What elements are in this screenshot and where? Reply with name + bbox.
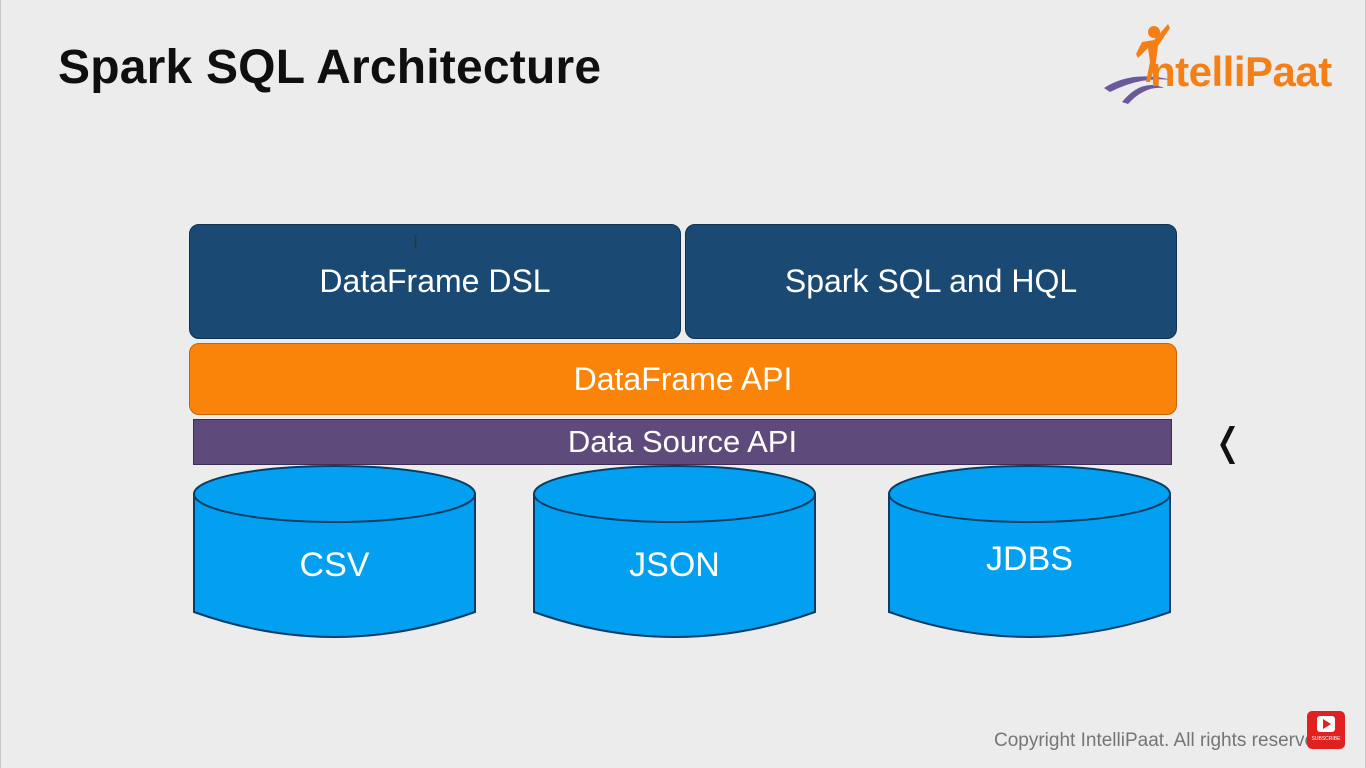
dataframe-api-block: DataFrame API <box>189 343 1177 415</box>
csv-label: CSV <box>299 546 370 584</box>
database-cylinder-icon <box>533 465 816 638</box>
json-label: JSON <box>629 546 720 584</box>
logo-text: ntelliPaat <box>1150 48 1332 95</box>
text-cursor-icon: I <box>413 232 419 252</box>
intellipaat-logo <box>1104 24 1172 104</box>
jdbs-database: JDBS <box>887 464 1172 642</box>
slide-title: Spark SQL Architecture <box>58 41 602 94</box>
data-source-api-block: Data Source API <box>193 419 1172 465</box>
database-cylinder-icon <box>193 465 476 638</box>
intellipaat-figure-icon <box>1104 24 1172 104</box>
database-cylinder-icon <box>888 465 1171 638</box>
jdbs-label: JDBS <box>986 540 1073 578</box>
subscribe-caption: SUBSCRIBE <box>1311 736 1341 742</box>
json-database: JSON <box>532 464 817 642</box>
spark-sql-hql-block: Spark SQL and HQL <box>685 224 1177 339</box>
dataframe-dsl-block: DataFrame DSL <box>189 224 681 339</box>
csv-database: CSV <box>192 464 477 642</box>
copyright-text: Copyright IntelliPaat. All rights reserv… <box>994 730 1326 751</box>
play-triangle-icon <box>1323 719 1331 729</box>
chevron-left-icon: ❬ <box>1212 422 1244 464</box>
